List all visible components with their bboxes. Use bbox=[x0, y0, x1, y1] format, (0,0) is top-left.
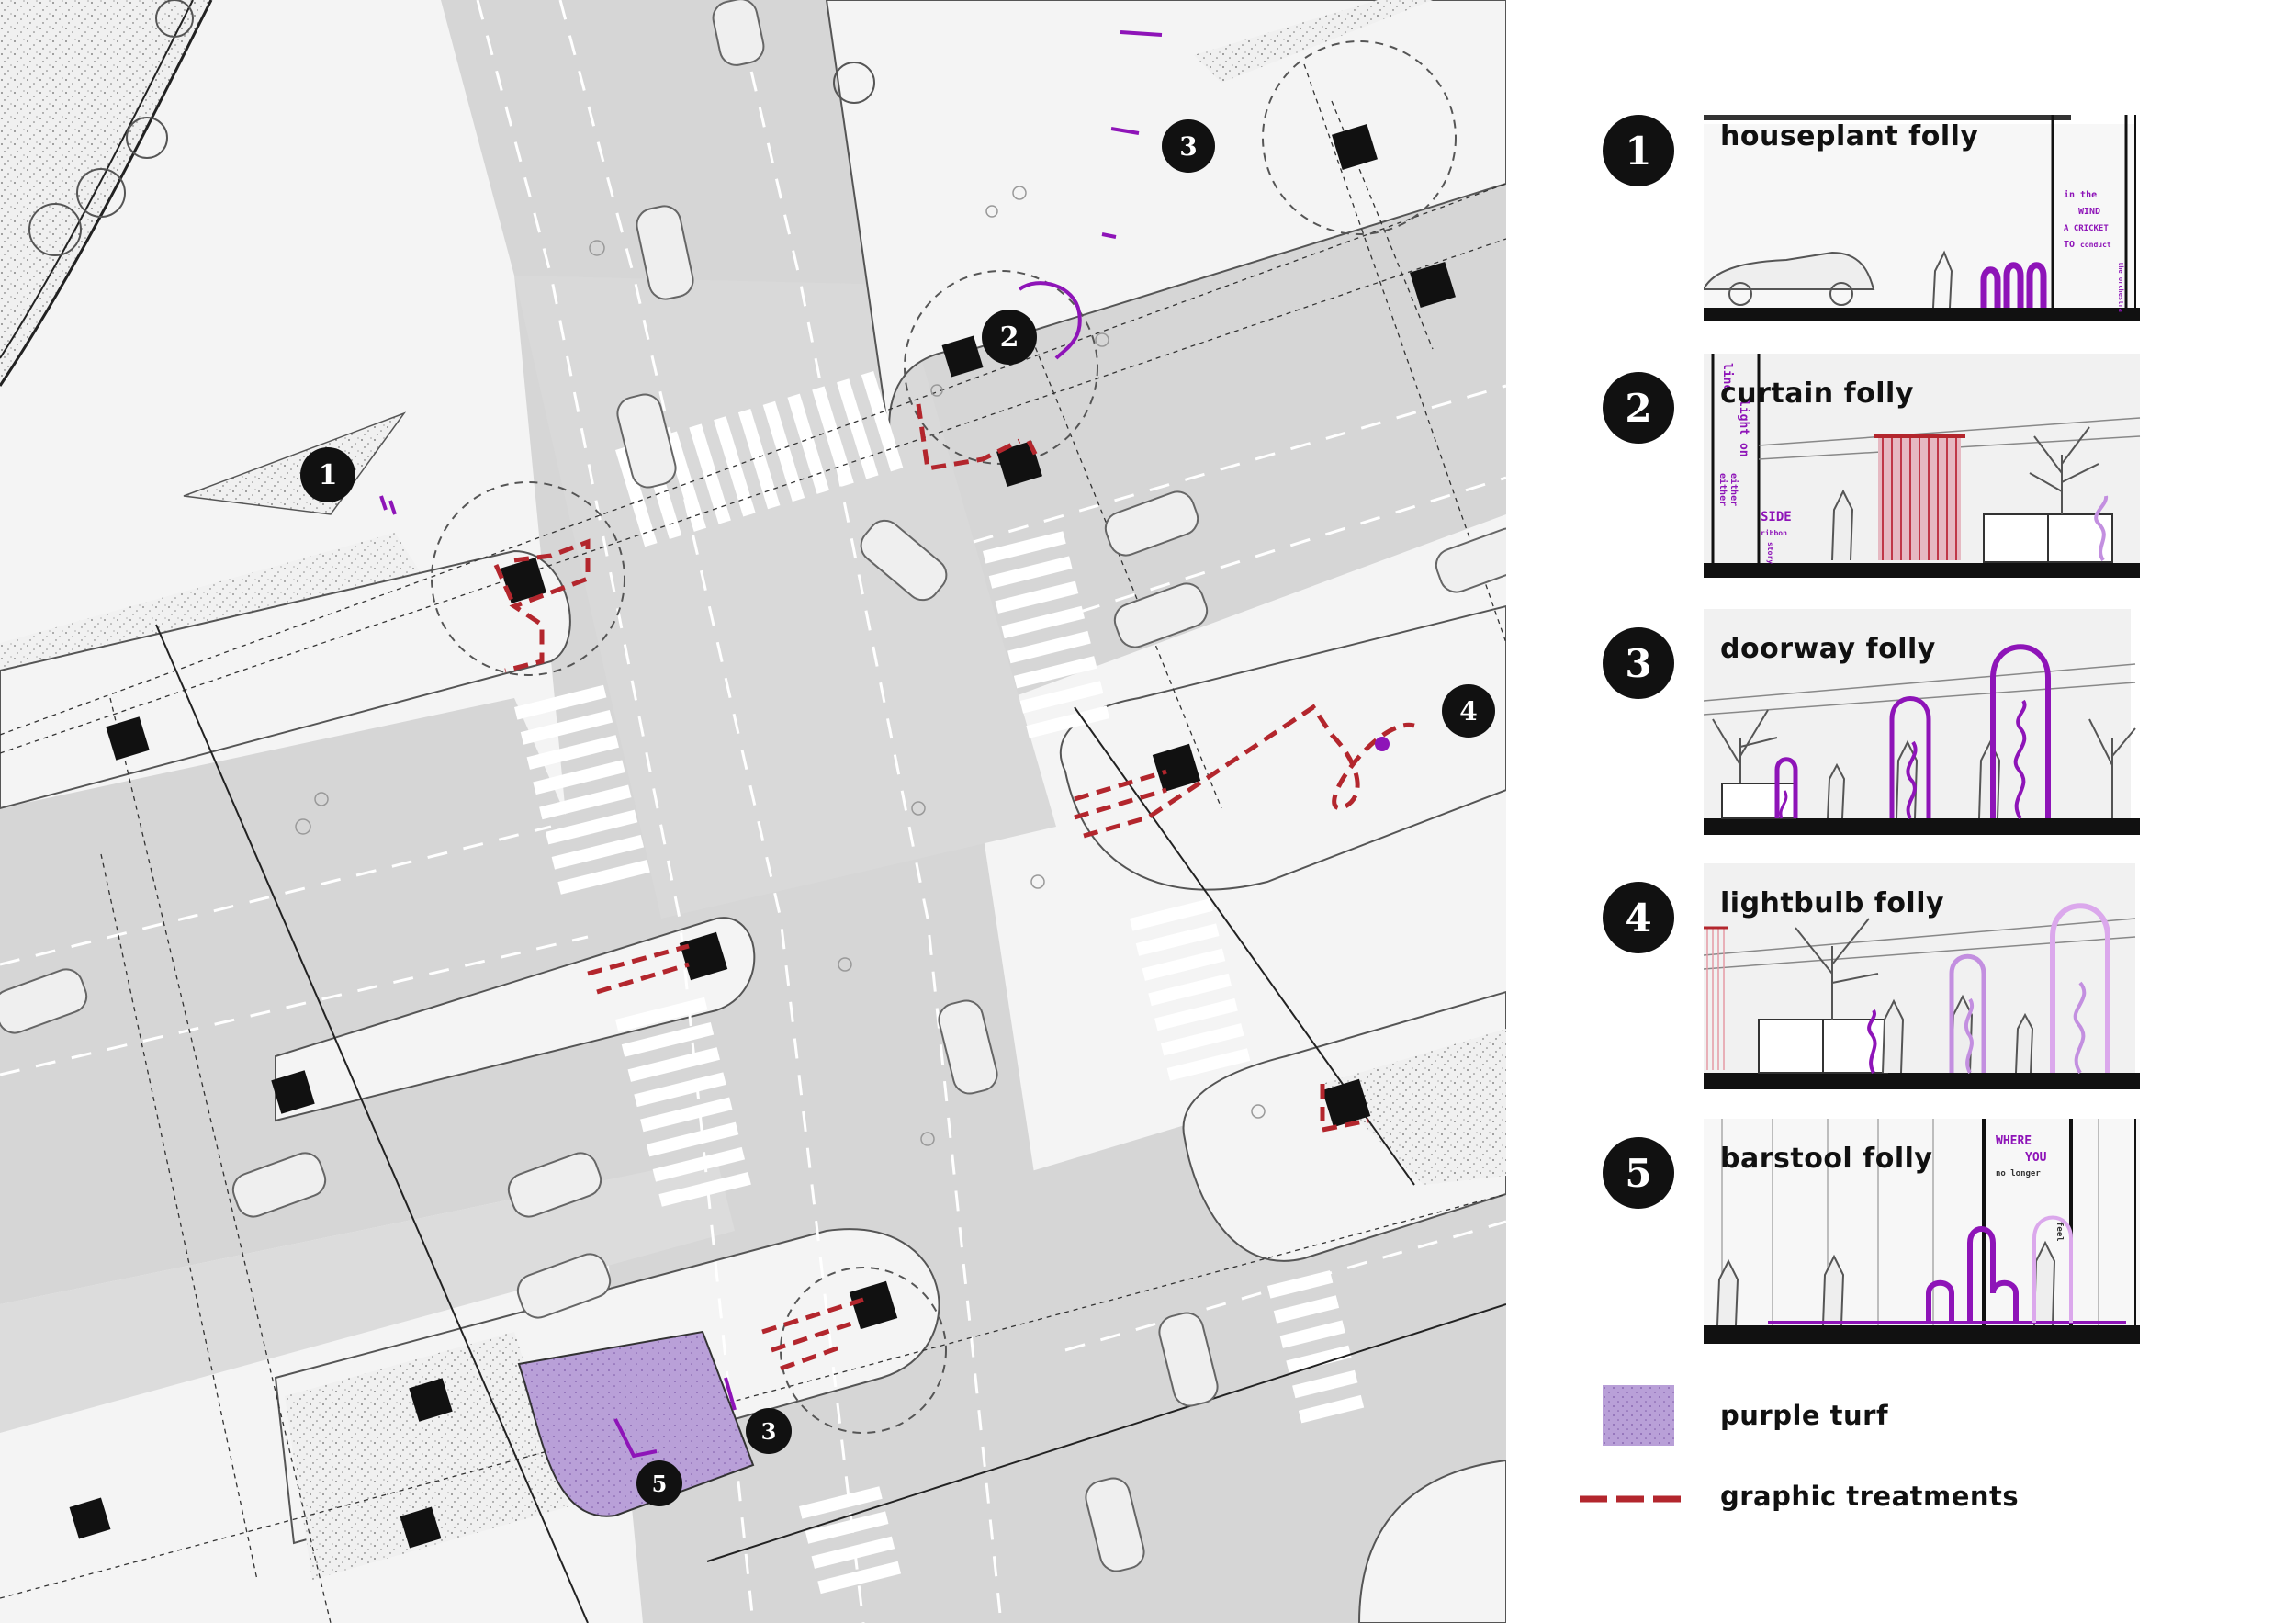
section-lightbulb bbox=[1704, 863, 2140, 1089]
light-fixtures bbox=[295, 186, 1266, 1146]
purple-turf-swatch bbox=[1603, 1385, 1674, 1446]
annotation-text: WHERE bbox=[1996, 1134, 2032, 1148]
lane-markings bbox=[0, 0, 1506, 1623]
annotation-text: feel bbox=[2054, 1222, 2064, 1242]
purple-turf-area bbox=[517, 1330, 755, 1517]
folly-row-lightbulb: 4 lightbulb folly bbox=[1506, 863, 2296, 1139]
annotation-text: story bbox=[1766, 542, 1774, 564]
alignment-lines bbox=[0, 63, 1506, 1623]
folly-title: houseplant folly bbox=[1720, 120, 1979, 152]
annotation-text: SIDE bbox=[1761, 510, 1792, 524]
folly-row-doorway: 3 doorway folly bbox=[1506, 609, 2296, 885]
annotation-text: no longer bbox=[1996, 1169, 2041, 1178]
folly-badge: 4 bbox=[1603, 882, 1674, 953]
folly-symbols bbox=[379, 30, 1390, 1459]
annotation-text: light on bbox=[1737, 400, 1750, 457]
plan-marker-label: 2 bbox=[999, 321, 1019, 354]
plan-marker-3-bottom: 3 bbox=[746, 1408, 792, 1454]
folly-badge: 1 bbox=[1603, 115, 1674, 186]
cars bbox=[0, 0, 1506, 1572]
key-label: graphic treatments bbox=[1720, 1481, 2020, 1512]
plan-drawing bbox=[0, 0, 1506, 1623]
annotation-text: YOU bbox=[2025, 1151, 2047, 1165]
site-plan: 1 2 3 3 4 5 bbox=[0, 0, 1506, 1623]
folly-badge: 2 bbox=[1603, 372, 1674, 444]
plan-marker-label: 5 bbox=[651, 1470, 668, 1497]
plan-marker-3-top: 3 bbox=[1162, 119, 1215, 173]
annotation-text: WIND bbox=[2078, 207, 2100, 217]
section-doorway bbox=[1704, 609, 2140, 835]
plan-marker-1: 1 bbox=[300, 447, 355, 502]
annotation-text: in the bbox=[2064, 189, 2097, 200]
annotation-text: either bbox=[1717, 473, 1728, 506]
key-purple-turf: purple turf bbox=[1603, 1385, 2245, 1459]
crosswalks bbox=[514, 371, 1365, 1595]
annotation-text: TO bbox=[2064, 240, 2075, 250]
section-curtain: line light on either either SIDE ribbon … bbox=[1704, 354, 2141, 578]
folly-row-houseplant: in the WIND A CRICKET TO conduct the orc… bbox=[1506, 115, 2296, 372]
graphic-treatment-swatch bbox=[1580, 1495, 1681, 1503]
folly-title: doorway folly bbox=[1720, 633, 1936, 665]
section-barstool: WHERE YOU no longer feel bbox=[1704, 1119, 2140, 1344]
plan-marker-label: 4 bbox=[1459, 695, 1478, 727]
bollards bbox=[69, 124, 1456, 1549]
annotation-text: the orchestra bbox=[2117, 262, 2124, 312]
section-houseplant: in the WIND A CRICKET TO conduct the orc… bbox=[1704, 115, 2140, 321]
annotation-text: A CRICKET bbox=[2064, 224, 2109, 233]
plan-marker-label: 3 bbox=[760, 1417, 777, 1445]
folly-title: lightbulb folly bbox=[1720, 887, 1945, 919]
folly-row-barstool: WHERE YOU no longer feel 5 barstool foll… bbox=[1506, 1119, 2296, 1394]
folly-title: curtain folly bbox=[1720, 378, 1914, 410]
folly-badge: 3 bbox=[1603, 627, 1674, 699]
annotation-text: ribbon bbox=[1761, 528, 1787, 537]
annotation-text: line bbox=[1720, 363, 1734, 391]
annotation-text: conduct bbox=[2080, 241, 2111, 249]
annotation-text: either bbox=[1728, 473, 1739, 506]
folly-title: barstool folly bbox=[1720, 1143, 1933, 1175]
plan-marker-2: 2 bbox=[982, 310, 1037, 365]
plan-marker-4: 4 bbox=[1442, 684, 1495, 738]
plan-marker-5: 5 bbox=[636, 1460, 682, 1506]
folly-legend: in the WIND A CRICKET TO conduct the orc… bbox=[1506, 0, 2296, 1623]
folly-badge: 5 bbox=[1603, 1137, 1674, 1209]
trees bbox=[28, 0, 875, 256]
key-graphic-treatments: graphic treatments bbox=[1580, 1470, 2245, 1543]
folly-row-curtain: line light on either either SIDE ribbon … bbox=[1506, 354, 2296, 629]
key-label: purple turf bbox=[1720, 1400, 1889, 1431]
plan-marker-label: 1 bbox=[318, 458, 338, 491]
plan-marker-label: 3 bbox=[1179, 130, 1198, 162]
